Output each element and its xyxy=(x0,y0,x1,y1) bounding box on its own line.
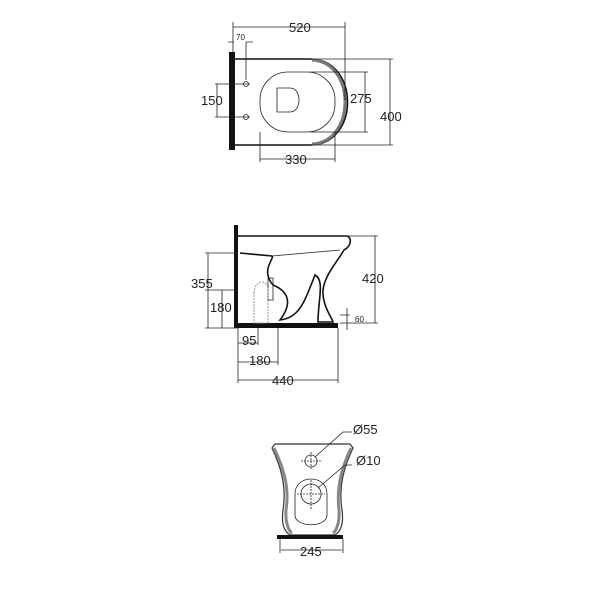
dim-330: 330 xyxy=(285,152,307,167)
dim-60: 60 xyxy=(355,315,364,324)
dim-420: 420 xyxy=(362,271,384,286)
dim-355: 355 xyxy=(191,276,213,291)
dim-520: 520 xyxy=(289,20,311,35)
top-view: 520 70 150 275 400 330 xyxy=(201,20,402,167)
floor xyxy=(238,323,338,328)
dim-150: 150 xyxy=(201,93,223,108)
wall xyxy=(229,52,235,150)
dim-245: 245 xyxy=(300,544,322,559)
dim-diameter-55: Ø55 xyxy=(353,422,378,437)
side-view: 355 180 420 60 95 180 440 xyxy=(191,225,384,388)
seat-outline xyxy=(259,71,336,133)
dim-400: 400 xyxy=(380,109,402,124)
base xyxy=(277,535,343,539)
dim-diameter-100: Ø10 xyxy=(356,453,381,468)
front-view: Ø55 Ø10 245 xyxy=(271,422,381,559)
dim-180-height: 180 xyxy=(210,300,232,315)
bowl-profile xyxy=(238,235,352,323)
dim-440: 440 xyxy=(272,373,294,388)
wall xyxy=(234,225,238,328)
dim-70: 70 xyxy=(236,33,245,42)
dim-95: 95 xyxy=(242,333,256,348)
dim-275: 275 xyxy=(350,91,372,106)
dim-180-depth: 180 xyxy=(249,353,271,368)
seat-opening xyxy=(276,87,300,113)
